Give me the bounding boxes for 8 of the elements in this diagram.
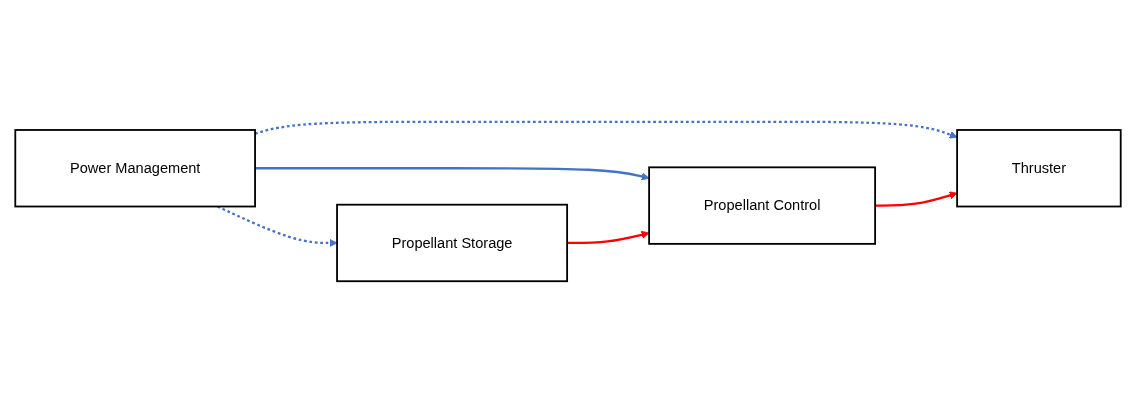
node-box: Power Management xyxy=(14,129,256,208)
node-box: Thruster xyxy=(956,129,1122,208)
arrow xyxy=(567,230,650,245)
node-box: Propellant Control xyxy=(648,166,877,245)
node-box: Propellant Storage xyxy=(336,203,569,283)
arrow xyxy=(255,167,650,181)
arrow xyxy=(217,205,338,247)
arrow xyxy=(875,191,958,207)
